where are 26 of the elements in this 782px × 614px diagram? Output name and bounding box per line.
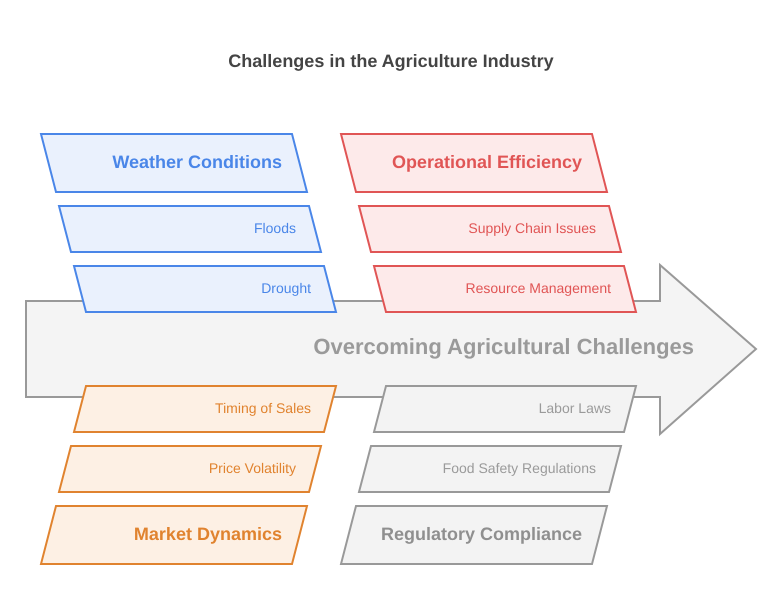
category-heading: Operational Efficiency [392, 152, 582, 174]
challenge-label: Floods [254, 220, 296, 237]
category-heading: Regulatory Compliance [380, 524, 582, 546]
diagram-title: Challenges in the Agriculture Industry [227, 50, 555, 72]
challenge-label: Labor Laws [538, 400, 611, 417]
category-parallelogram [340, 133, 608, 193]
challenge-label: Resource Management [465, 280, 611, 297]
category-heading: Weather Conditions [112, 152, 282, 174]
challenge-label: Drought [261, 280, 311, 297]
category-heading: Market Dynamics [134, 524, 282, 546]
challenge-parallelogram [373, 265, 637, 313]
category-parallelogram [40, 133, 308, 193]
challenge-parallelogram [58, 205, 322, 253]
challenge-parallelogram [358, 445, 622, 493]
challenge-label: Supply Chain Issues [468, 220, 596, 237]
category-parallelogram [340, 505, 608, 565]
challenge-parallelogram [58, 445, 322, 493]
challenge-parallelogram [358, 205, 622, 253]
category-parallelogram [40, 505, 308, 565]
challenge-label: Food Safety Regulations [442, 460, 596, 477]
main-arrow-label: Overcoming Agricultural Challenges [313, 334, 694, 360]
challenge-parallelogram [73, 385, 337, 433]
challenge-parallelogram [73, 265, 337, 313]
challenge-label: Timing of Sales [215, 400, 311, 417]
challenge-label: Price Volatility [208, 460, 296, 477]
challenge-parallelogram [373, 385, 637, 433]
